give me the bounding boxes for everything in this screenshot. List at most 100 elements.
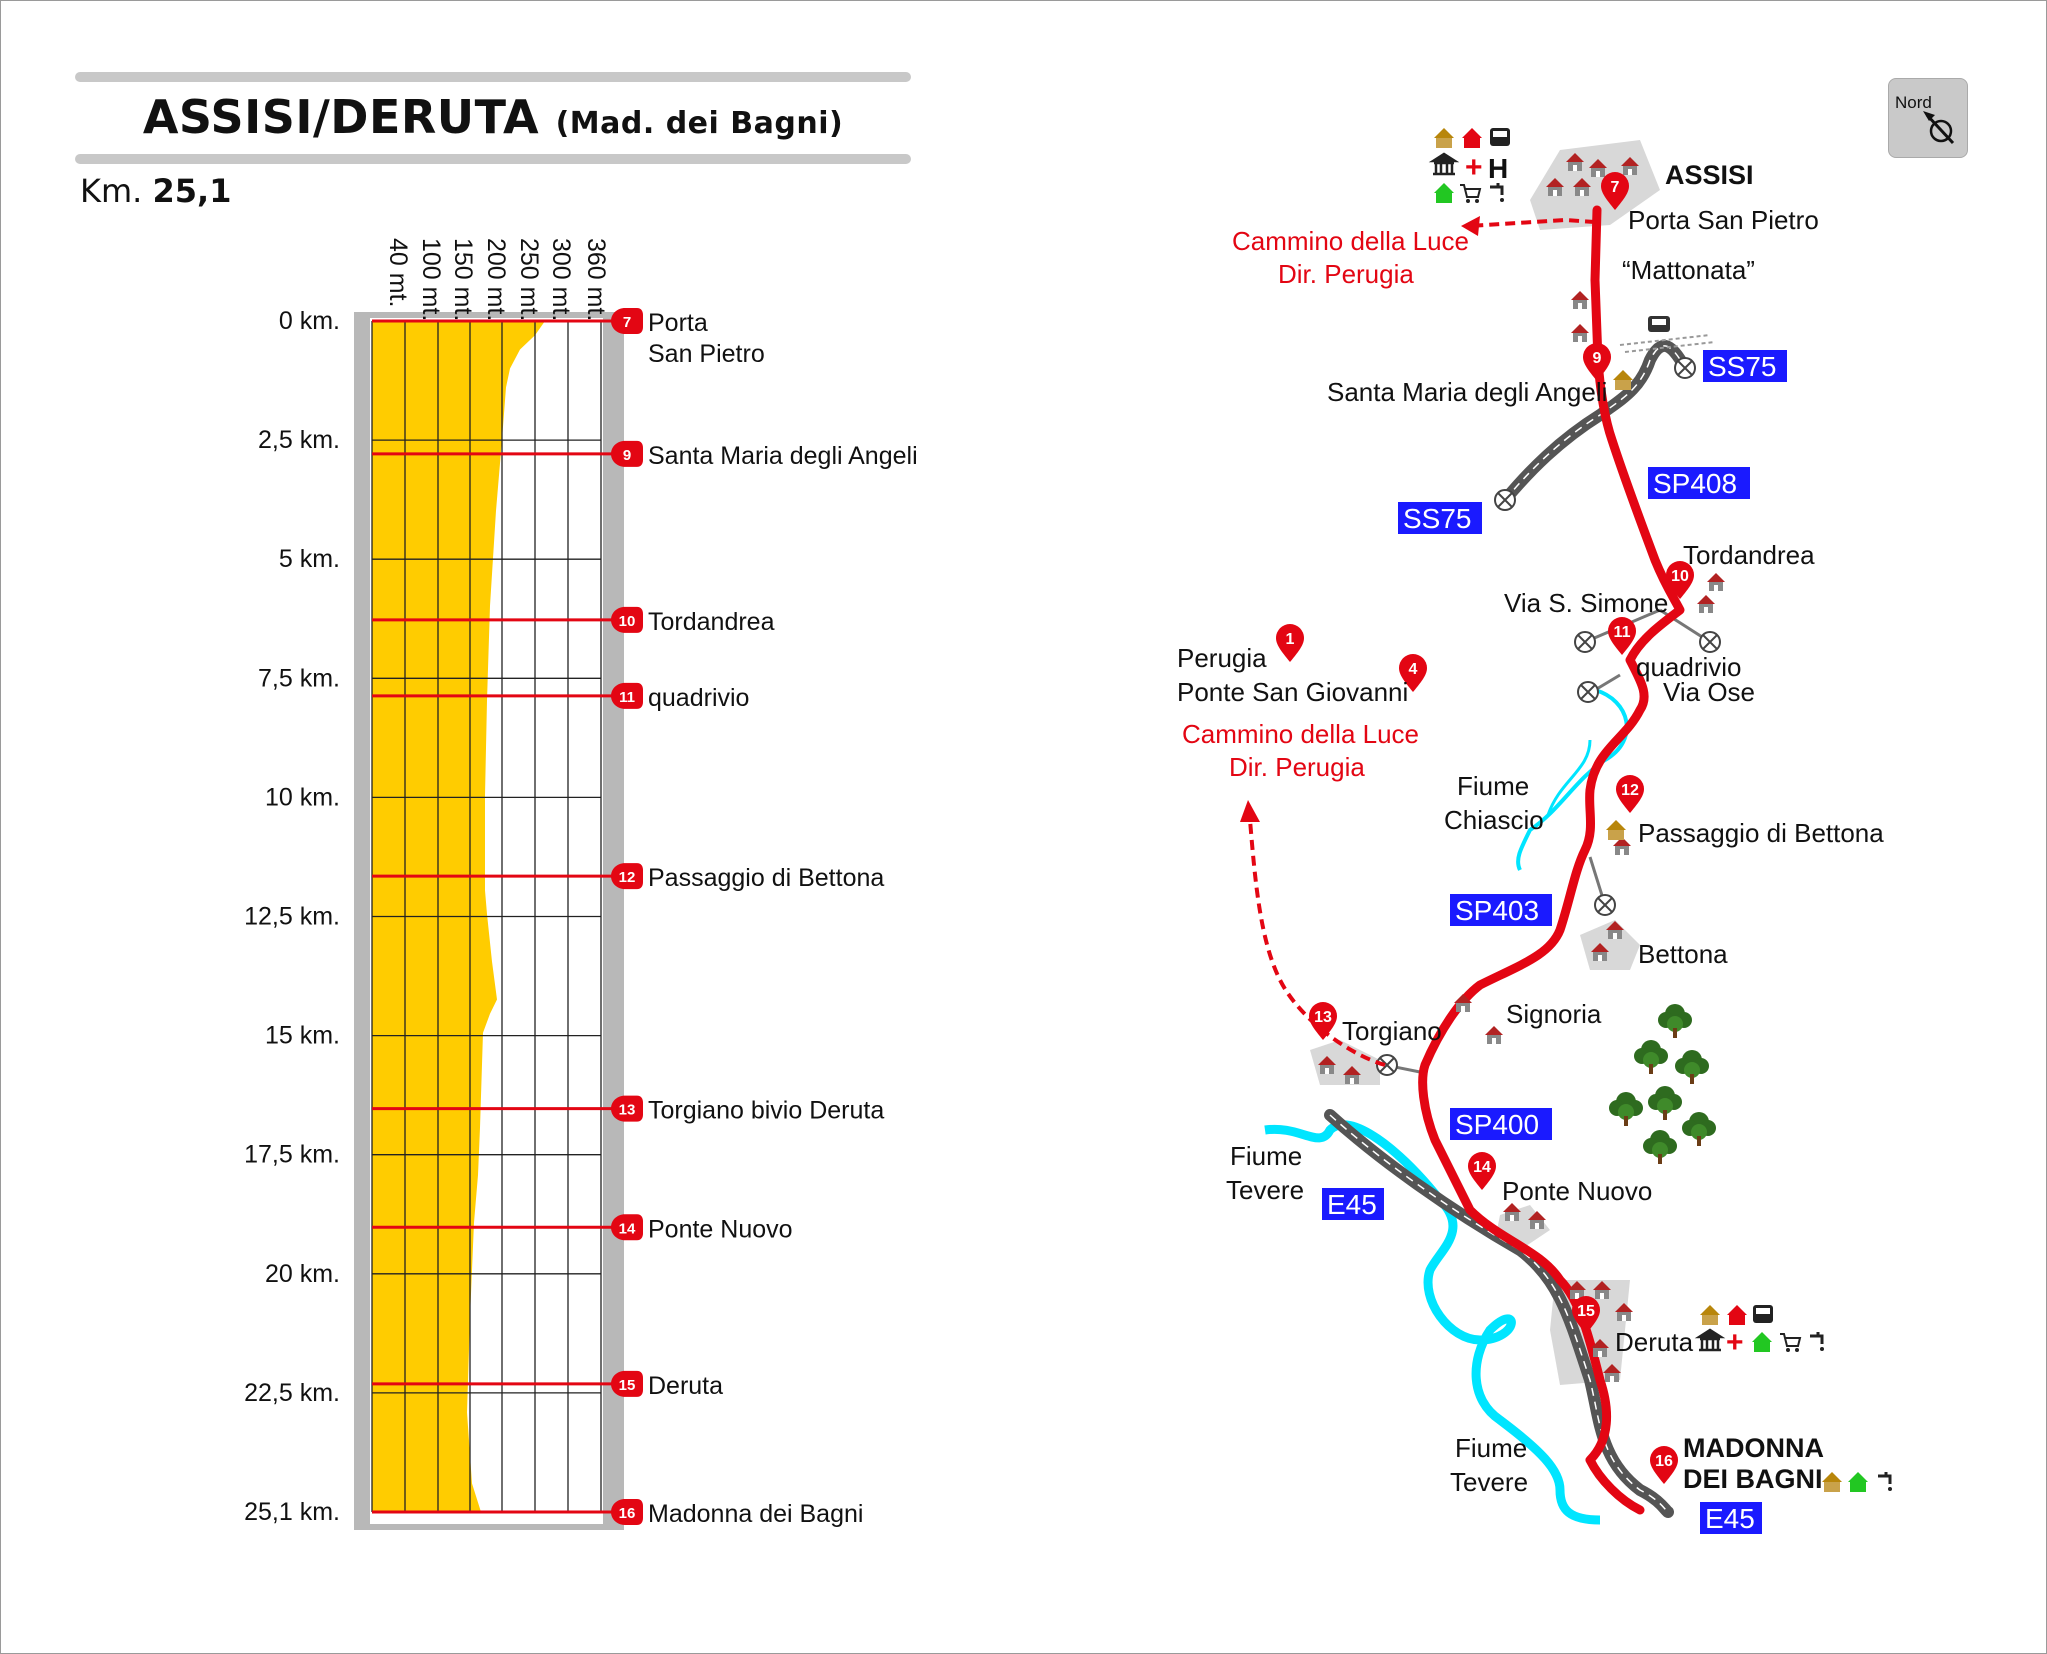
km-tick-label: 22,5 km. — [244, 1379, 340, 1407]
house-icon — [1571, 291, 1589, 309]
waypoint-marker-icon: 14 — [611, 1214, 643, 1241]
svg-text:E45: E45 — [1327, 1189, 1377, 1220]
label-porta-san-pietro: Porta San Pietro — [1628, 205, 1819, 235]
label-fiume-tevere-2a: Fiume — [1455, 1433, 1527, 1463]
distance-prefix: Km. — [80, 172, 143, 210]
tree-icon — [1609, 1092, 1643, 1126]
waypoint-name: Torgiano bivio Deruta — [648, 1097, 884, 1125]
label-fiume-chiascio-1: Fiume — [1457, 771, 1529, 801]
label-fiume-tevere-1b: Tevere — [1226, 1175, 1304, 1205]
svg-text:SP408: SP408 — [1653, 468, 1737, 499]
waypoint-name: Passaggio di Bettona — [648, 864, 884, 892]
house-icon — [1697, 595, 1715, 613]
shop-cart-icon — [1460, 184, 1482, 203]
waypoint-marker-icon: 13 — [611, 1095, 643, 1122]
altitude-tick-label: 300 mt. — [547, 238, 575, 321]
waypoint-number: 16 — [619, 1505, 636, 1522]
bus-icon — [1753, 1305, 1773, 1323]
water-tap-icon — [1878, 1472, 1892, 1491]
river-via-ose-branch — [1546, 739, 1592, 816]
museum-icon — [1694, 1328, 1726, 1352]
tree-icon — [1658, 1004, 1692, 1038]
map-pin-number: 1 — [1286, 631, 1295, 648]
altitude-tick-label: 40 mt. — [384, 238, 412, 307]
waypoint-name: Porta — [648, 309, 708, 337]
label-cammino-mid-1: Cammino della Luce — [1182, 719, 1419, 749]
label-ponte-san-giovanni: Ponte San Giovanni — [1177, 677, 1408, 707]
bus-icon — [1490, 128, 1510, 146]
title-bar-top — [75, 72, 911, 82]
label-signoria: Signoria — [1506, 999, 1602, 1029]
house-icon — [1485, 1026, 1503, 1044]
map-pin-icon: 13 — [1309, 1002, 1337, 1040]
tree-icon — [1675, 1050, 1709, 1084]
km-axis: 0 km.2,5 km.5 km.7,5 km.10 km.12,5 km.15… — [244, 307, 340, 1526]
distance-value: 25,1 — [152, 172, 232, 210]
map-pin-number: 14 — [1473, 1159, 1491, 1176]
label-cammino-mid-2: Dir. Perugia — [1229, 752, 1365, 782]
road-ss75-centerline — [1504, 345, 1686, 501]
map-pin-number: 4 — [1409, 661, 1418, 678]
tree-icon — [1634, 1040, 1668, 1074]
label-via-ose: Via Ose — [1663, 677, 1755, 707]
label-cammino-top-1: Cammino della Luce — [1232, 226, 1469, 256]
label-mattonata: “Mattonata” — [1622, 255, 1755, 285]
services-deruta: + — [1694, 1305, 1824, 1359]
road-label-ss75-top: SS75 — [1703, 350, 1787, 382]
services-assisi: + H — [1428, 128, 1510, 203]
pharmacy-icon: + — [1465, 151, 1483, 184]
waypoint-marker-icon: 11 — [611, 682, 643, 709]
waypoint-name: Ponte Nuovo — [648, 1215, 793, 1243]
altitude-profile: 40 mt.100 mt.150 mt.200 mt.250 mt.300 mt… — [244, 238, 918, 1530]
waypoint-number: 11 — [619, 689, 635, 706]
river-chiascio — [1516, 688, 1629, 871]
road-junction-icon — [1577, 681, 1599, 703]
label-bettona: Bettona — [1638, 939, 1728, 969]
shelter-icon — [1434, 183, 1454, 203]
title-bar-bottom — [75, 154, 911, 164]
waypoint-name: Tordandrea — [648, 608, 775, 636]
map-pin-icon: 15 — [1572, 1296, 1600, 1334]
label-cammino-top-2: Dir. Perugia — [1278, 259, 1414, 289]
label-torgiano: Torgiano — [1342, 1016, 1442, 1046]
hotel-icon — [1727, 1305, 1747, 1325]
road-label-e45-bottom: E45 — [1700, 1502, 1762, 1534]
map-pin-icon: 4 — [1399, 654, 1427, 692]
road-junction-icon — [1494, 489, 1516, 511]
total-distance: Km. 25,1 — [80, 172, 231, 210]
km-tick-label: 10 km. — [265, 783, 340, 811]
side-route-torgiano-perugia — [1248, 819, 1386, 1067]
road-label-e45-left: E45 — [1322, 1188, 1384, 1220]
map-pin-icon: 9 — [1583, 343, 1611, 381]
km-tick-label: 2,5 km. — [258, 426, 340, 454]
km-tick-label: 7,5 km. — [258, 664, 340, 692]
title-main: ASSISI/DERUTA — [142, 90, 540, 144]
altitude-axis: 40 mt.100 mt.150 mt.200 mt.250 mt.300 mt… — [384, 238, 610, 321]
hostel-icon — [1613, 370, 1633, 390]
train-icon — [1619, 316, 1716, 353]
road-junction-icon — [1594, 894, 1616, 916]
page-title: ASSISI/DERUTA (Mad. dei Bagni) — [75, 90, 911, 144]
svg-text:SS75: SS75 — [1403, 503, 1472, 534]
profile-grid — [371, 320, 602, 1513]
road-junction-icon — [1674, 357, 1696, 379]
shop-cart-icon — [1780, 1333, 1802, 1352]
label-tordandrea: Tordandrea — [1683, 540, 1815, 570]
compass-label: Nord — [1895, 93, 1932, 112]
shelter-icon — [1848, 1472, 1868, 1492]
road-junction-icon — [1574, 631, 1596, 653]
svg-text:SS75: SS75 — [1708, 351, 1777, 382]
hostel-icon — [1606, 820, 1626, 840]
tree-icon — [1648, 1086, 1682, 1120]
north-compass: Nord — [1888, 78, 1968, 158]
road-junction-icon — [1699, 631, 1721, 653]
waypoint-number: 7 — [623, 314, 631, 331]
waypoint-name: Madonna dei Bagni — [648, 1500, 863, 1528]
arrow-up-icon — [1240, 800, 1260, 822]
waypoint-number: 13 — [619, 1102, 636, 1119]
svg-text:SP403: SP403 — [1455, 895, 1539, 926]
waypoint-marker-icon: 15 — [611, 1370, 643, 1397]
services-madonna — [1822, 1472, 1892, 1492]
